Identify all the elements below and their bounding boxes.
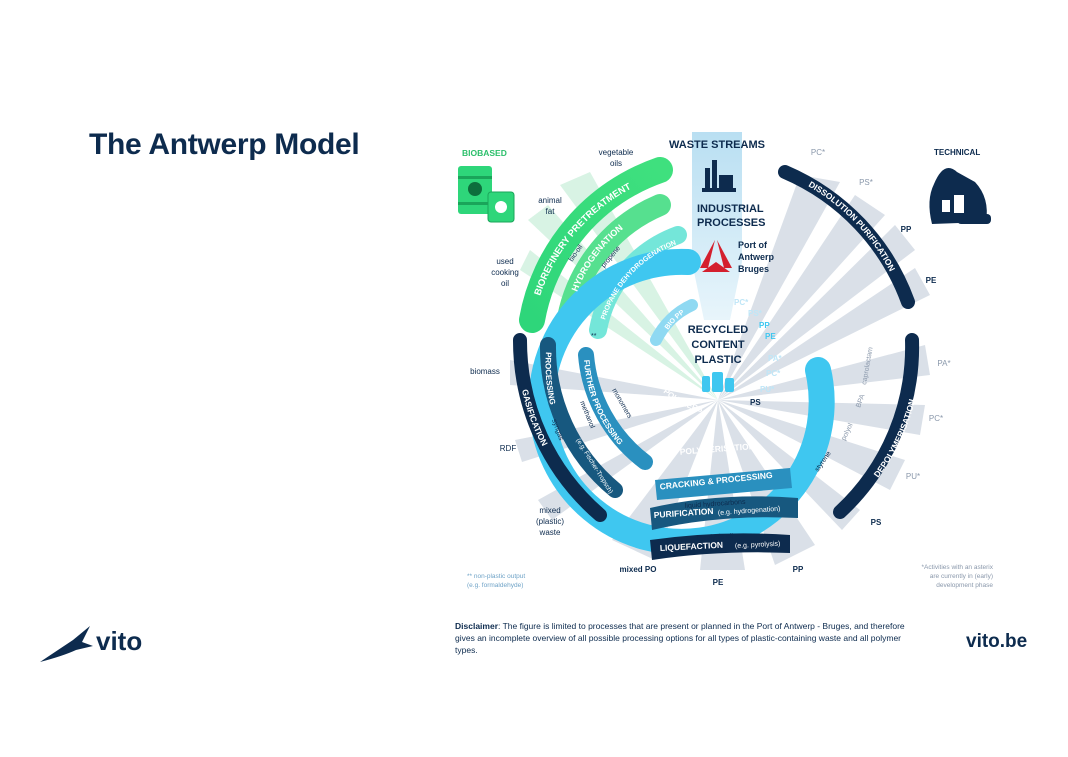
ray-pc bbox=[718, 175, 840, 400]
ray-animal-fat bbox=[528, 205, 718, 400]
technical-waste-bag-icon bbox=[929, 168, 991, 224]
heading-waste-streams: WASTE STREAMS bbox=[669, 139, 765, 151]
website-link[interactable]: vito.be bbox=[966, 631, 1028, 652]
input-pc: PC* bbox=[811, 148, 825, 157]
ray-pe bbox=[718, 268, 930, 400]
input-pa: PA* bbox=[937, 359, 950, 368]
output-pp: PP bbox=[759, 321, 770, 330]
input-veg-oils-1: vegetable bbox=[599, 148, 634, 157]
note-asterisk-1: *Activities with an asterix bbox=[921, 564, 993, 571]
output-pe: PE bbox=[765, 332, 776, 341]
input-animal-fat-2: fat bbox=[546, 207, 556, 216]
biobased-barrel-icon bbox=[458, 166, 515, 223]
label-purification: PURIFICATION bbox=[653, 506, 713, 520]
input-pe: PE bbox=[926, 276, 937, 285]
arc-further-processing bbox=[578, 347, 653, 470]
ray-ps bbox=[718, 195, 885, 400]
output-ps: PS* bbox=[748, 309, 763, 318]
note-asterisk-3: development phase bbox=[936, 582, 993, 589]
input-mixed-po: mixed PO bbox=[620, 565, 657, 574]
disclaimer-text: : The figure is limited to processes tha… bbox=[455, 621, 905, 655]
factory-icon bbox=[702, 160, 736, 192]
port-line-3: Bruges bbox=[738, 264, 769, 274]
arc-gasification bbox=[512, 333, 607, 522]
vito-logo: vito bbox=[40, 626, 142, 662]
ray-ps2 bbox=[718, 400, 860, 530]
note-asterisk-2: are currently in (early) bbox=[930, 573, 993, 580]
output-pc: PC* bbox=[734, 298, 749, 307]
label-purification-sub: (e.g. hydrogenation) bbox=[718, 506, 781, 517]
center-line-1: RECYCLED bbox=[688, 324, 749, 336]
logo-text: vito bbox=[96, 626, 142, 656]
input-bottom-pe: PE bbox=[713, 578, 724, 587]
port-line-1: Port of bbox=[738, 240, 768, 250]
heading-biobased: BIOBASED bbox=[462, 148, 507, 158]
ray-biomass bbox=[510, 360, 718, 400]
input-veg-oils-2: oils bbox=[610, 159, 622, 168]
port-line-2: Antwerp bbox=[738, 252, 775, 262]
flow-bpa: BPA bbox=[855, 393, 866, 408]
vito-bird-icon bbox=[40, 626, 93, 662]
label-liquefaction: LIQUEFACTION bbox=[660, 540, 724, 553]
input-animal-fat-1: animal bbox=[538, 196, 562, 205]
flow-polyol: polyol bbox=[840, 422, 854, 442]
flow-double-asterisk: ** bbox=[591, 333, 597, 340]
input-pc2: PC* bbox=[929, 414, 943, 423]
input-used-oil-1: used bbox=[496, 257, 513, 266]
input-rdf: RDF bbox=[500, 444, 517, 453]
ray-veg-oils bbox=[560, 172, 718, 400]
bottles-icon bbox=[702, 372, 734, 392]
input-bottom-pp: PP bbox=[793, 565, 804, 574]
output-ps2: PS bbox=[750, 398, 761, 407]
flow-pyrolysis-oil: pyrolysis oil bbox=[697, 533, 734, 542]
label-liquefaction-sub: (e.g. pyrolysis) bbox=[735, 541, 781, 550]
flow-liquid-hc: liquid hydrocarbons bbox=[685, 499, 747, 510]
ray-pp bbox=[718, 225, 915, 400]
bar-liquefaction bbox=[650, 533, 790, 560]
bar-purification bbox=[650, 496, 798, 530]
arc-biorefinery bbox=[519, 157, 673, 333]
bar-cracking bbox=[655, 468, 792, 500]
arc-processing bbox=[539, 337, 623, 498]
port-logo-icon bbox=[700, 240, 732, 272]
input-ps: PS* bbox=[859, 178, 873, 187]
center-line-2: CONTENT bbox=[691, 339, 744, 351]
heading-technical: TECHNICAL bbox=[934, 148, 980, 157]
center-line-3: PLASTIC bbox=[694, 354, 741, 366]
input-used-oil-3: oil bbox=[501, 279, 509, 288]
output-pc2: PC* bbox=[766, 369, 781, 378]
input-mixed-1: mixed bbox=[539, 506, 560, 515]
arc-bio-pp bbox=[650, 299, 698, 346]
input-biomass: biomass bbox=[470, 367, 500, 376]
input-pu: PU* bbox=[906, 472, 920, 481]
note-non-plastic-1: ** non-plastic output bbox=[467, 573, 525, 580]
input-pp: PP bbox=[901, 225, 912, 234]
output-pu: PU* bbox=[760, 385, 775, 394]
note-non-plastic-2: (e.g. formaldehyde) bbox=[467, 582, 523, 589]
output-pa: PA* bbox=[768, 354, 783, 363]
input-used-oil-2: cooking bbox=[491, 268, 519, 277]
page-title: The Antwerp Model bbox=[89, 128, 360, 161]
input-mixed-2: (plastic) bbox=[536, 517, 564, 526]
arc-depolymerisation bbox=[833, 333, 920, 519]
heading-industrial-2: PROCESSES bbox=[697, 217, 765, 229]
disclaimer: Disclaimer: The figure is limited to pro… bbox=[455, 620, 925, 656]
input-ps2: PS bbox=[871, 518, 882, 527]
disclaimer-label: Disclaimer bbox=[455, 621, 498, 631]
heading-industrial-1: INDUSTRIAL bbox=[697, 203, 764, 215]
input-mixed-3: waste bbox=[539, 528, 561, 537]
arc-dissolution bbox=[778, 165, 915, 309]
